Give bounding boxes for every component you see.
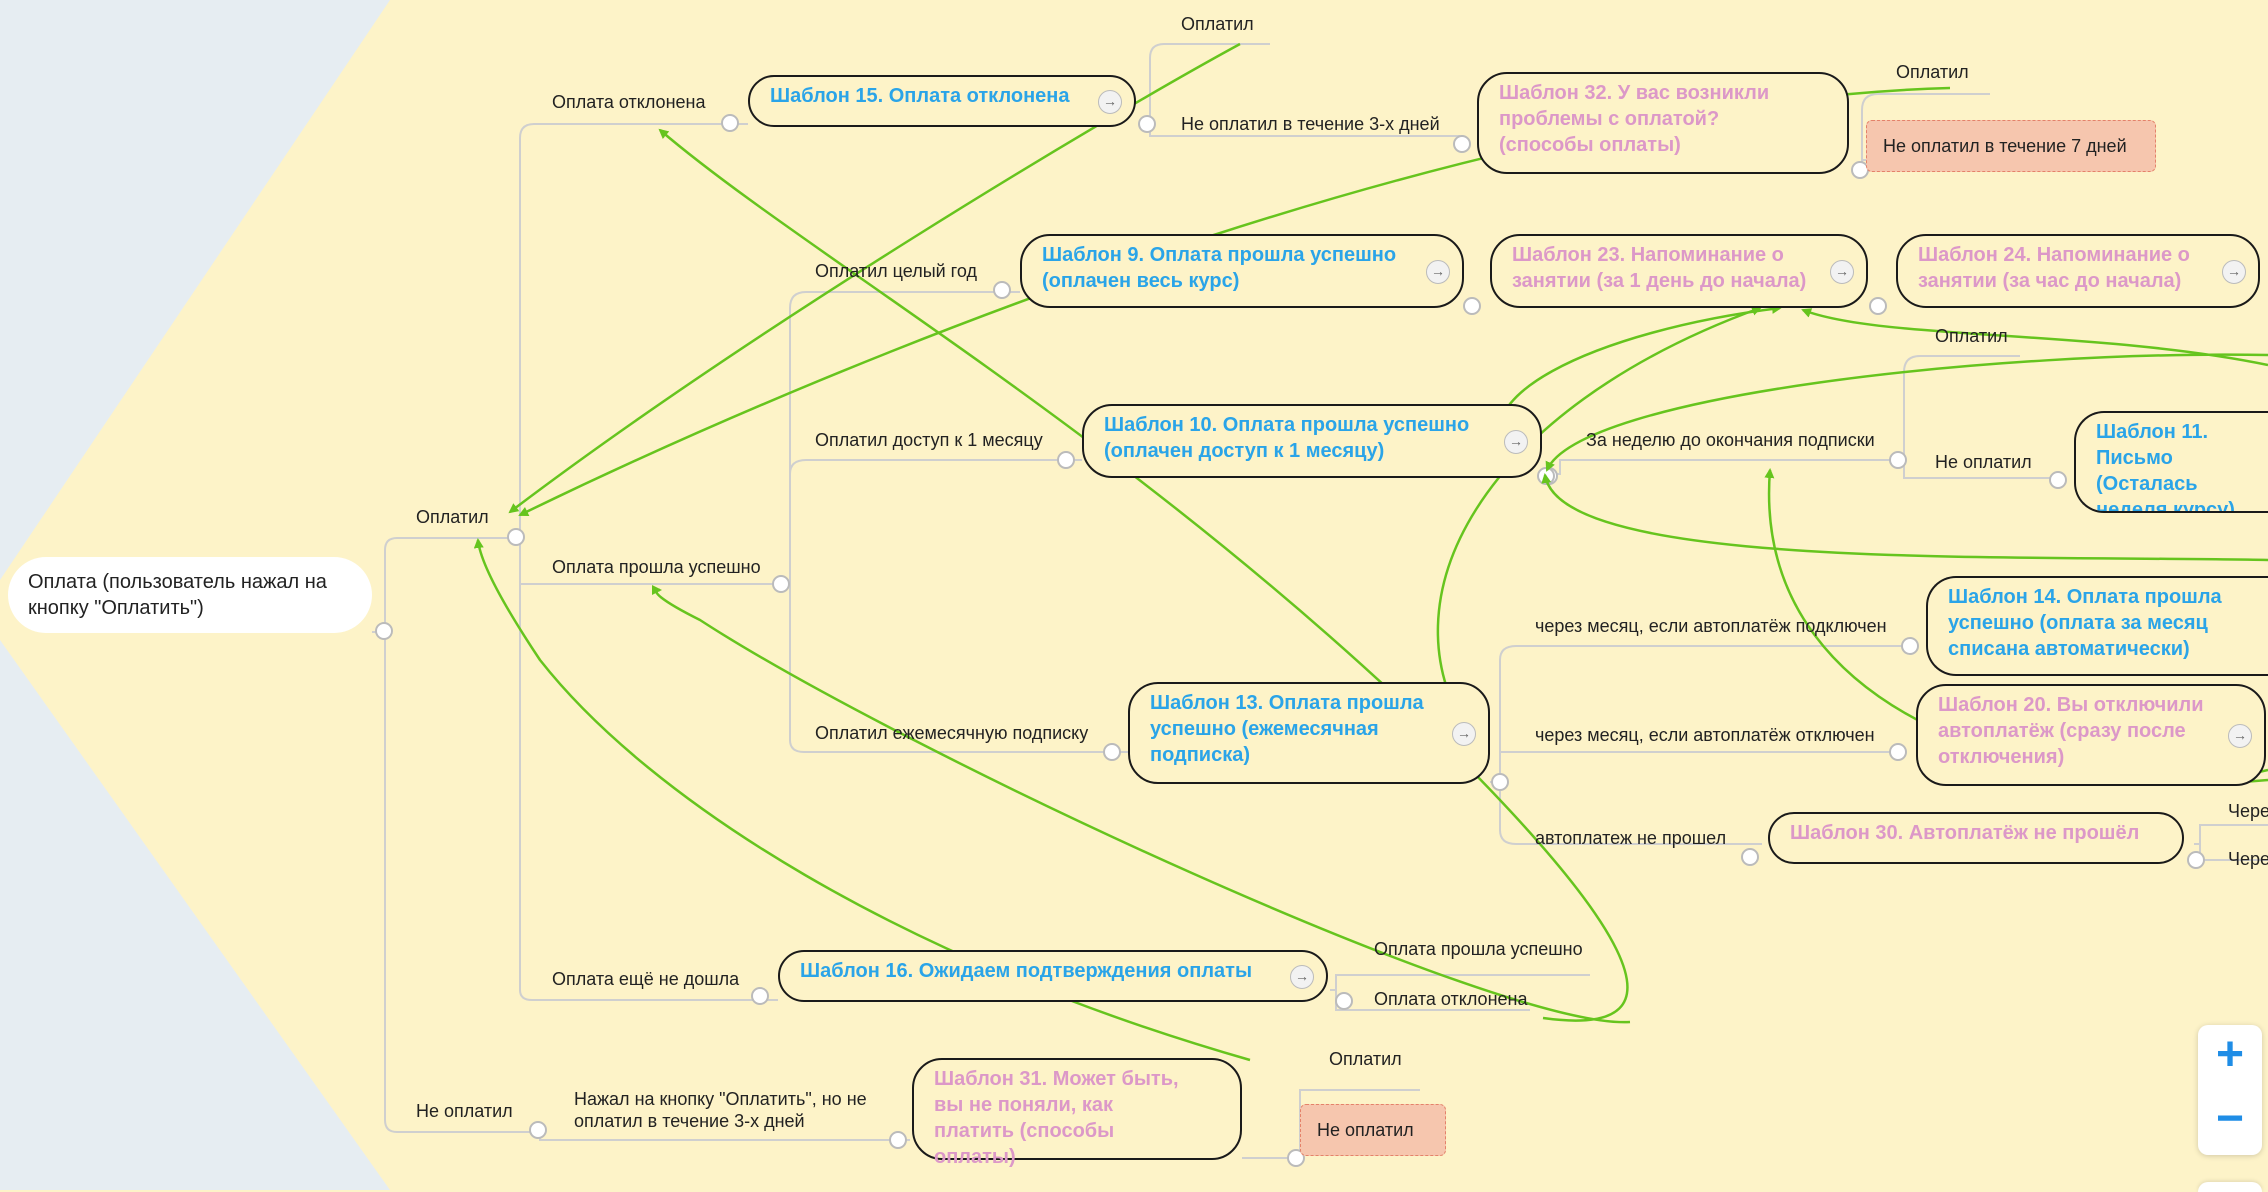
branch-autopay-failed[interactable]: автоплатеж не прошел bbox=[1535, 828, 1727, 848]
branch-pending-declined[interactable]: Оплата отклонена bbox=[1374, 989, 1528, 1009]
branch-paid[interactable]: Оплатил bbox=[416, 507, 489, 527]
root-node[interactable]: Оплата (пользователь нажал на кнопку "Оп… bbox=[8, 557, 372, 633]
branch-paid-month[interactable]: Оплатил доступ к 1 месяцу bbox=[815, 430, 1043, 450]
branch-not-paid[interactable]: Не оплатил bbox=[416, 1101, 513, 1121]
template-15-node[interactable]: Шаблон 15. Оплата отклонена → bbox=[748, 75, 1136, 127]
branch-cut-2[interactable]: Чере bbox=[2228, 849, 2268, 869]
branch-week-before-end[interactable]: За неделю до окончания подписки bbox=[1586, 430, 1875, 450]
template-16-label: Шаблон 16. Ожидаем подтверждения оплаты bbox=[800, 960, 1253, 982]
branch-t31-paid[interactable]: Оплатил bbox=[1329, 1049, 1402, 1069]
template-32-label: Шаблон 32. У вас возникли проблемы с опл… bbox=[1499, 82, 1770, 156]
connector-dots bbox=[375, 114, 2205, 1167]
template-11-label: Шаблон 11. Письмо (Осталась неделя курсу… bbox=[2096, 421, 2235, 513]
arrow-right-icon[interactable]: → bbox=[1452, 722, 1476, 746]
branch-week-not-paid[interactable]: Не оплатил bbox=[1935, 452, 2032, 472]
branch-payment-declined[interactable]: Оплата отклонена bbox=[552, 92, 706, 112]
template-31-label: Шаблон 31. Может быть, вы не поняли, как… bbox=[934, 1068, 1179, 1168]
zoom-out-button[interactable]: − bbox=[2215, 1092, 2245, 1145]
template-11-node[interactable]: Шаблон 11. Письмо (Осталась неделя курсу… bbox=[2074, 411, 2268, 513]
template-13-node[interactable]: Шаблон 13. Оплата прошла успешно (ежемес… bbox=[1128, 682, 1490, 784]
template-20-label: Шаблон 20. Вы отключили автоплатёж (сраз… bbox=[1938, 694, 2204, 768]
branch-declined-not-paid-3days[interactable]: Не оплатил в течение 3-х дней bbox=[1181, 114, 1440, 134]
template-16-node[interactable]: Шаблон 16. Ожидаем подтверждения оплаты … bbox=[778, 950, 1328, 1002]
branch-payment-success[interactable]: Оплата прошла успешно bbox=[552, 557, 761, 577]
template-14-node[interactable]: Шаблон 14. Оплата прошла успешно (оплата… bbox=[1926, 576, 2268, 676]
arrow-right-icon[interactable]: → bbox=[1426, 260, 1450, 284]
template-14-label: Шаблон 14. Оплата прошла успешно (оплата… bbox=[1948, 586, 2222, 660]
template-9-node[interactable]: Шаблон 9. Оплата прошла успешно (оплачен… bbox=[1020, 234, 1464, 308]
template-10-label: Шаблон 10. Оплата прошла успешно (оплаче… bbox=[1104, 414, 1470, 462]
arrow-right-icon[interactable]: → bbox=[1830, 260, 1854, 284]
template-24-node[interactable]: Шаблон 24. Напоминание о занятии (за час… bbox=[1896, 234, 2260, 308]
branch-t32-paid[interactable]: Оплатил bbox=[1896, 62, 1969, 82]
side-panel-bottom bbox=[0, 640, 390, 1190]
template-23-node[interactable]: Шаблон 23. Напоминание о занятии (за 1 д… bbox=[1490, 234, 1868, 308]
branch-pending-success[interactable]: Оплата прошла успешно bbox=[1374, 939, 1583, 959]
branch-cut-1[interactable]: Чере bbox=[2228, 801, 2268, 821]
branch-clicked-not-paid[interactable]: Нажал на кнопку "Оплатить", но не оплати… bbox=[574, 1089, 867, 1131]
template-32-node[interactable]: Шаблон 32. У вас возникли проблемы с опл… bbox=[1477, 72, 1849, 174]
branch-month-autopay-on[interactable]: через месяц, если автоплатёж подключен bbox=[1535, 616, 1887, 636]
template-30-node[interactable]: Шаблон 30. Автоплатёж не прошёл bbox=[1768, 812, 2184, 864]
arrow-right-icon[interactable]: → bbox=[2222, 260, 2246, 284]
cross-link-arrows bbox=[473, 42, 2268, 1062]
branch-t9-paid[interactable]: Оплатил bbox=[1935, 326, 2008, 346]
template-24-label: Шаблон 24. Напоминание о занятии (за час… bbox=[1918, 244, 2190, 292]
template-10-node[interactable]: Шаблон 10. Оплата прошла успешно (оплаче… bbox=[1082, 404, 1542, 478]
template-20-node[interactable]: Шаблон 20. Вы отключили автоплатёж (сраз… bbox=[1916, 684, 2266, 786]
branch-paid-subscription[interactable]: Оплатил ежемесячную подписку bbox=[815, 723, 1089, 743]
toolbar-edge bbox=[2198, 1182, 2262, 1192]
branch-declined-paid[interactable]: Оплатил bbox=[1181, 14, 1254, 34]
template-15-label: Шаблон 15. Оплата отклонена bbox=[770, 85, 1070, 107]
template-9-label: Шаблон 9. Оплата прошла успешно (оплачен… bbox=[1042, 244, 1397, 292]
side-panel bbox=[0, 0, 390, 580]
template-31-node[interactable]: Шаблон 31. Может быть, вы не поняли, как… bbox=[912, 1058, 1242, 1168]
arrow-right-icon[interactable]: → bbox=[1290, 965, 1314, 989]
branch-payment-pending[interactable]: Оплата ещё не дошла bbox=[552, 969, 740, 989]
template-13-label: Шаблон 13. Оплата прошла успешно (ежемес… bbox=[1150, 692, 1424, 766]
arrow-right-icon[interactable]: → bbox=[1098, 90, 1122, 114]
tag-not-paid[interactable]: Не оплатил bbox=[1300, 1104, 1446, 1156]
arrow-right-icon[interactable]: → bbox=[1504, 430, 1528, 454]
branch-paid-year[interactable]: Оплатил целый год bbox=[815, 261, 977, 281]
arrow-right-icon[interactable]: → bbox=[2228, 724, 2252, 748]
template-30-label: Шаблон 30. Автоплатёж не прошёл bbox=[1790, 822, 2140, 844]
template-23-label: Шаблон 23. Напоминание о занятии (за 1 д… bbox=[1512, 244, 1807, 292]
branch-month-autopay-off[interactable]: через месяц, если автоплатёж отключен bbox=[1535, 725, 1875, 745]
tag-not-paid-7days[interactable]: Не оплатил в течение 7 дней bbox=[1866, 120, 2156, 172]
zoom-in-button[interactable]: + bbox=[2215, 1028, 2245, 1081]
zoom-controls: + − bbox=[2198, 1025, 2262, 1155]
